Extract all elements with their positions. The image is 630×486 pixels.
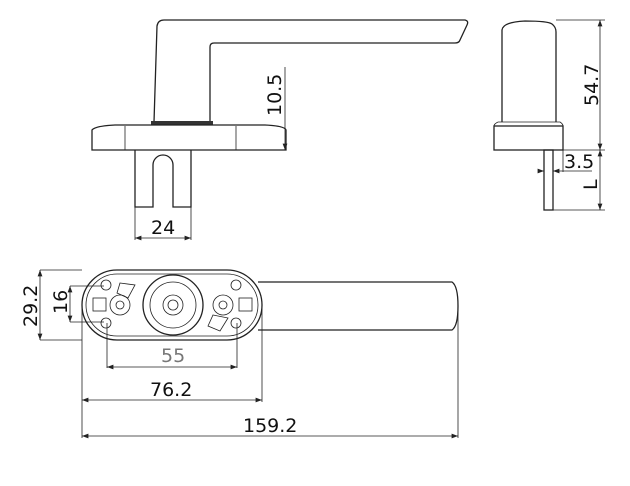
dim-spindle-width: 24 (151, 217, 175, 239)
neck-ring (151, 121, 213, 125)
side-view: 10.5 24 (91, 19, 469, 241)
top-view: 29.2 16 55 76.2 159.2 (20, 269, 459, 439)
lever (153, 19, 469, 123)
dim-screw-spacing: 55 (161, 345, 185, 367)
spindle-end (543, 149, 554, 211)
dim-rose-height: 10.5 (264, 74, 286, 116)
dim-rose-width: 29.2 (20, 285, 42, 327)
spindle-gear (142, 274, 204, 336)
lever-top (258, 281, 459, 331)
rose (91, 124, 287, 151)
rose-end (493, 125, 564, 151)
dim-spindle-square: 3.5 (564, 151, 594, 173)
end-view: 54.7 3.5 L (493, 19, 605, 211)
dim-inner-width: 16 (50, 290, 72, 314)
dim-total-height: 54.7 (581, 64, 603, 106)
dim-total-length: 159.2 (243, 415, 297, 437)
dim-spindle-length: L (580, 179, 602, 190)
dim-rose-length: 76.2 (150, 379, 192, 401)
lever-end (501, 20, 557, 122)
spindle (134, 150, 192, 208)
